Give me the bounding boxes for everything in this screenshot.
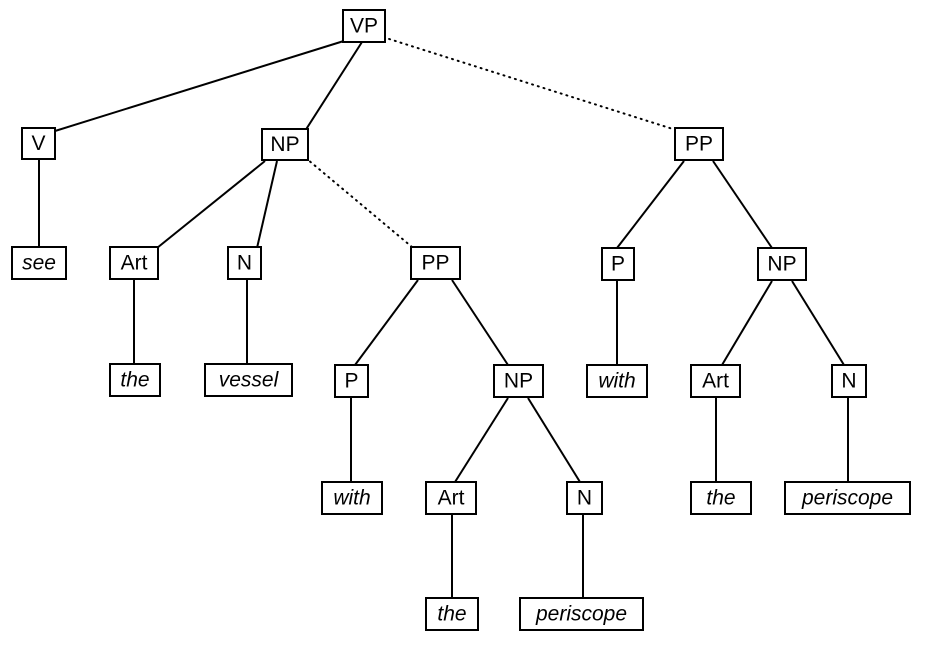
tree-edge-art_right-to-np_right [721, 280, 773, 366]
node-box [227, 246, 262, 280]
node-box [493, 364, 544, 398]
tree-edge-n_right-to-np_right [791, 280, 845, 366]
tree-node-the_m[interactable]: the [425, 597, 479, 631]
tree-node-art_mid[interactable]: Art [425, 481, 477, 515]
node-box [21, 127, 56, 160]
tree-edge-n1-to-np1 [256, 160, 278, 249]
tree-edges-layer [38, 37, 849, 598]
node-box [757, 247, 807, 281]
tree-edge-pp_mid-to-np1 [306, 158, 413, 248]
node-label: N [577, 487, 592, 510]
tree-node-np_right[interactable]: NP [757, 247, 807, 281]
node-box [261, 128, 309, 161]
tree-node-periscope_m[interactable]: periscope [519, 597, 644, 631]
tree-edge-v-to-vp [54, 39, 348, 132]
tree-node-pp_right[interactable]: PP [674, 127, 724, 161]
tree-edge-p_mid-to-pp_mid [354, 279, 419, 366]
node-label: with [333, 487, 370, 510]
tree-node-n1[interactable]: N [227, 246, 262, 280]
node-box [690, 481, 752, 515]
node-box [425, 481, 477, 515]
node-label: NP [504, 370, 533, 393]
tree-edge-art1-to-np1 [156, 160, 266, 249]
node-label: NP [767, 253, 796, 276]
node-label: PP [685, 133, 713, 156]
node-label: the [120, 369, 149, 392]
node-box [410, 246, 461, 280]
tree-node-v[interactable]: V [21, 127, 56, 160]
node-label: Art [438, 487, 465, 510]
tree-node-np1[interactable]: NP [261, 128, 309, 161]
node-box [425, 597, 479, 631]
node-box [601, 247, 635, 281]
node-box [519, 597, 644, 631]
node-box [109, 363, 161, 397]
tree-node-with_r[interactable]: with [586, 364, 648, 398]
tree-edge-n_mid-to-np_mid [527, 397, 581, 483]
tree-node-vessel[interactable]: vessel [204, 363, 293, 397]
node-label: vessel [219, 369, 280, 392]
node-label: N [841, 370, 856, 393]
node-box [586, 364, 648, 398]
node-label: with [598, 370, 635, 393]
node-box [831, 364, 867, 398]
node-box [784, 481, 911, 515]
node-box [334, 364, 369, 398]
node-label: PP [421, 252, 449, 275]
tree-node-periscope_r[interactable]: periscope [784, 481, 911, 515]
node-label: VP [350, 15, 378, 38]
node-label: see [22, 252, 56, 275]
tree-node-art1[interactable]: Art [109, 246, 159, 280]
node-label: periscope [535, 603, 627, 626]
tree-node-see[interactable]: see [11, 246, 67, 280]
tree-node-vp[interactable]: VP [342, 9, 386, 43]
node-label: the [437, 603, 466, 626]
node-label: Art [121, 252, 148, 275]
tree-node-n_mid[interactable]: N [566, 481, 603, 515]
node-label: NP [270, 133, 299, 156]
tree-node-the1[interactable]: the [109, 363, 161, 397]
node-box [566, 481, 603, 515]
node-label: V [31, 132, 45, 155]
node-box [204, 363, 293, 397]
tree-node-the_r[interactable]: the [690, 481, 752, 515]
node-label: P [611, 253, 625, 276]
tree-node-pp_mid[interactable]: PP [410, 246, 461, 280]
tree-edge-pp_right-to-vp [385, 37, 677, 131]
tree-edge-np_mid-to-pp_mid [451, 279, 509, 366]
node-box [321, 481, 383, 515]
tree-edge-np1-to-vp [304, 41, 363, 132]
tree-edge-art_mid-to-np_mid [454, 397, 509, 483]
node-box [109, 246, 159, 280]
node-box [342, 9, 386, 43]
tree-edge-p_right-to-pp_right [616, 160, 685, 249]
tree-node-np_mid[interactable]: NP [493, 364, 544, 398]
tree-edge-np_right-to-pp_right [712, 160, 773, 249]
tree-node-p_mid[interactable]: P [334, 364, 369, 398]
tree-node-n_right[interactable]: N [831, 364, 867, 398]
tree-node-with_m[interactable]: with [321, 481, 383, 515]
tree-node-art_right[interactable]: Art [690, 364, 741, 398]
node-box [674, 127, 724, 161]
node-label: Art [702, 370, 729, 393]
node-box [11, 246, 67, 280]
node-label: N [237, 252, 252, 275]
tree-node-p_right[interactable]: P [601, 247, 635, 281]
node-label: the [706, 487, 735, 510]
node-label: periscope [801, 487, 893, 510]
node-label: P [344, 370, 358, 393]
node-box [690, 364, 741, 398]
